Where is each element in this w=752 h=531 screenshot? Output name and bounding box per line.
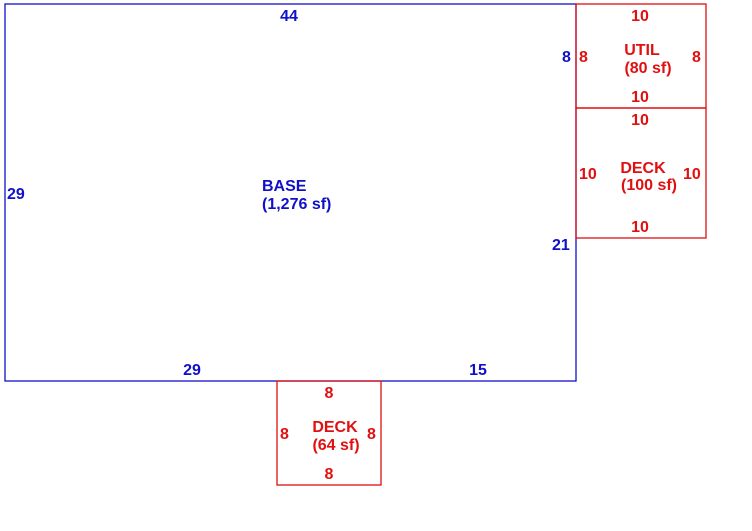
util-name-label: UTIL bbox=[624, 42, 660, 59]
deck-right-area-label: (100 sf) bbox=[621, 177, 677, 194]
deck-bottom-dim-left: 8 bbox=[280, 426, 289, 443]
deck-right-name-label: DECK bbox=[620, 160, 666, 177]
base-dim-bottom-right: 15 bbox=[469, 362, 487, 379]
util-dim-left: 8 bbox=[579, 49, 588, 66]
deck-right-dim-right: 10 bbox=[683, 166, 701, 183]
util-area-label: (80 sf) bbox=[624, 60, 671, 77]
deck-right-dim-bottom: 10 bbox=[631, 219, 649, 236]
deck-bottom-dim-right: 8 bbox=[367, 426, 376, 443]
deck-right-outline bbox=[575, 107, 707, 239]
deck-bottom-outline bbox=[276, 380, 382, 486]
util-dim-bottom: 10 bbox=[631, 89, 649, 106]
base-dim-bottom-left: 29 bbox=[183, 362, 201, 379]
deck-bottom-dim-bottom: 8 bbox=[325, 466, 334, 483]
base-dim-top: 44 bbox=[280, 8, 298, 25]
util-dim-right: 8 bbox=[692, 49, 701, 66]
base-name-label: BASE bbox=[262, 178, 307, 195]
deck-right-dim-top: 10 bbox=[631, 112, 649, 129]
base-area-label: (1,276 sf) bbox=[262, 196, 331, 213]
deck-right-dim-left: 10 bbox=[579, 166, 597, 183]
base-dim-left: 29 bbox=[7, 186, 25, 203]
deck-bottom-area-label: (64 sf) bbox=[312, 437, 359, 454]
base-dim-right-lower: 21 bbox=[552, 237, 570, 254]
deck-bottom-dim-top: 8 bbox=[325, 385, 334, 402]
deck-bottom-name-label: DECK bbox=[312, 419, 358, 436]
util-dim-top: 10 bbox=[631, 8, 649, 25]
base-dim-right-upper: 8 bbox=[562, 49, 571, 66]
